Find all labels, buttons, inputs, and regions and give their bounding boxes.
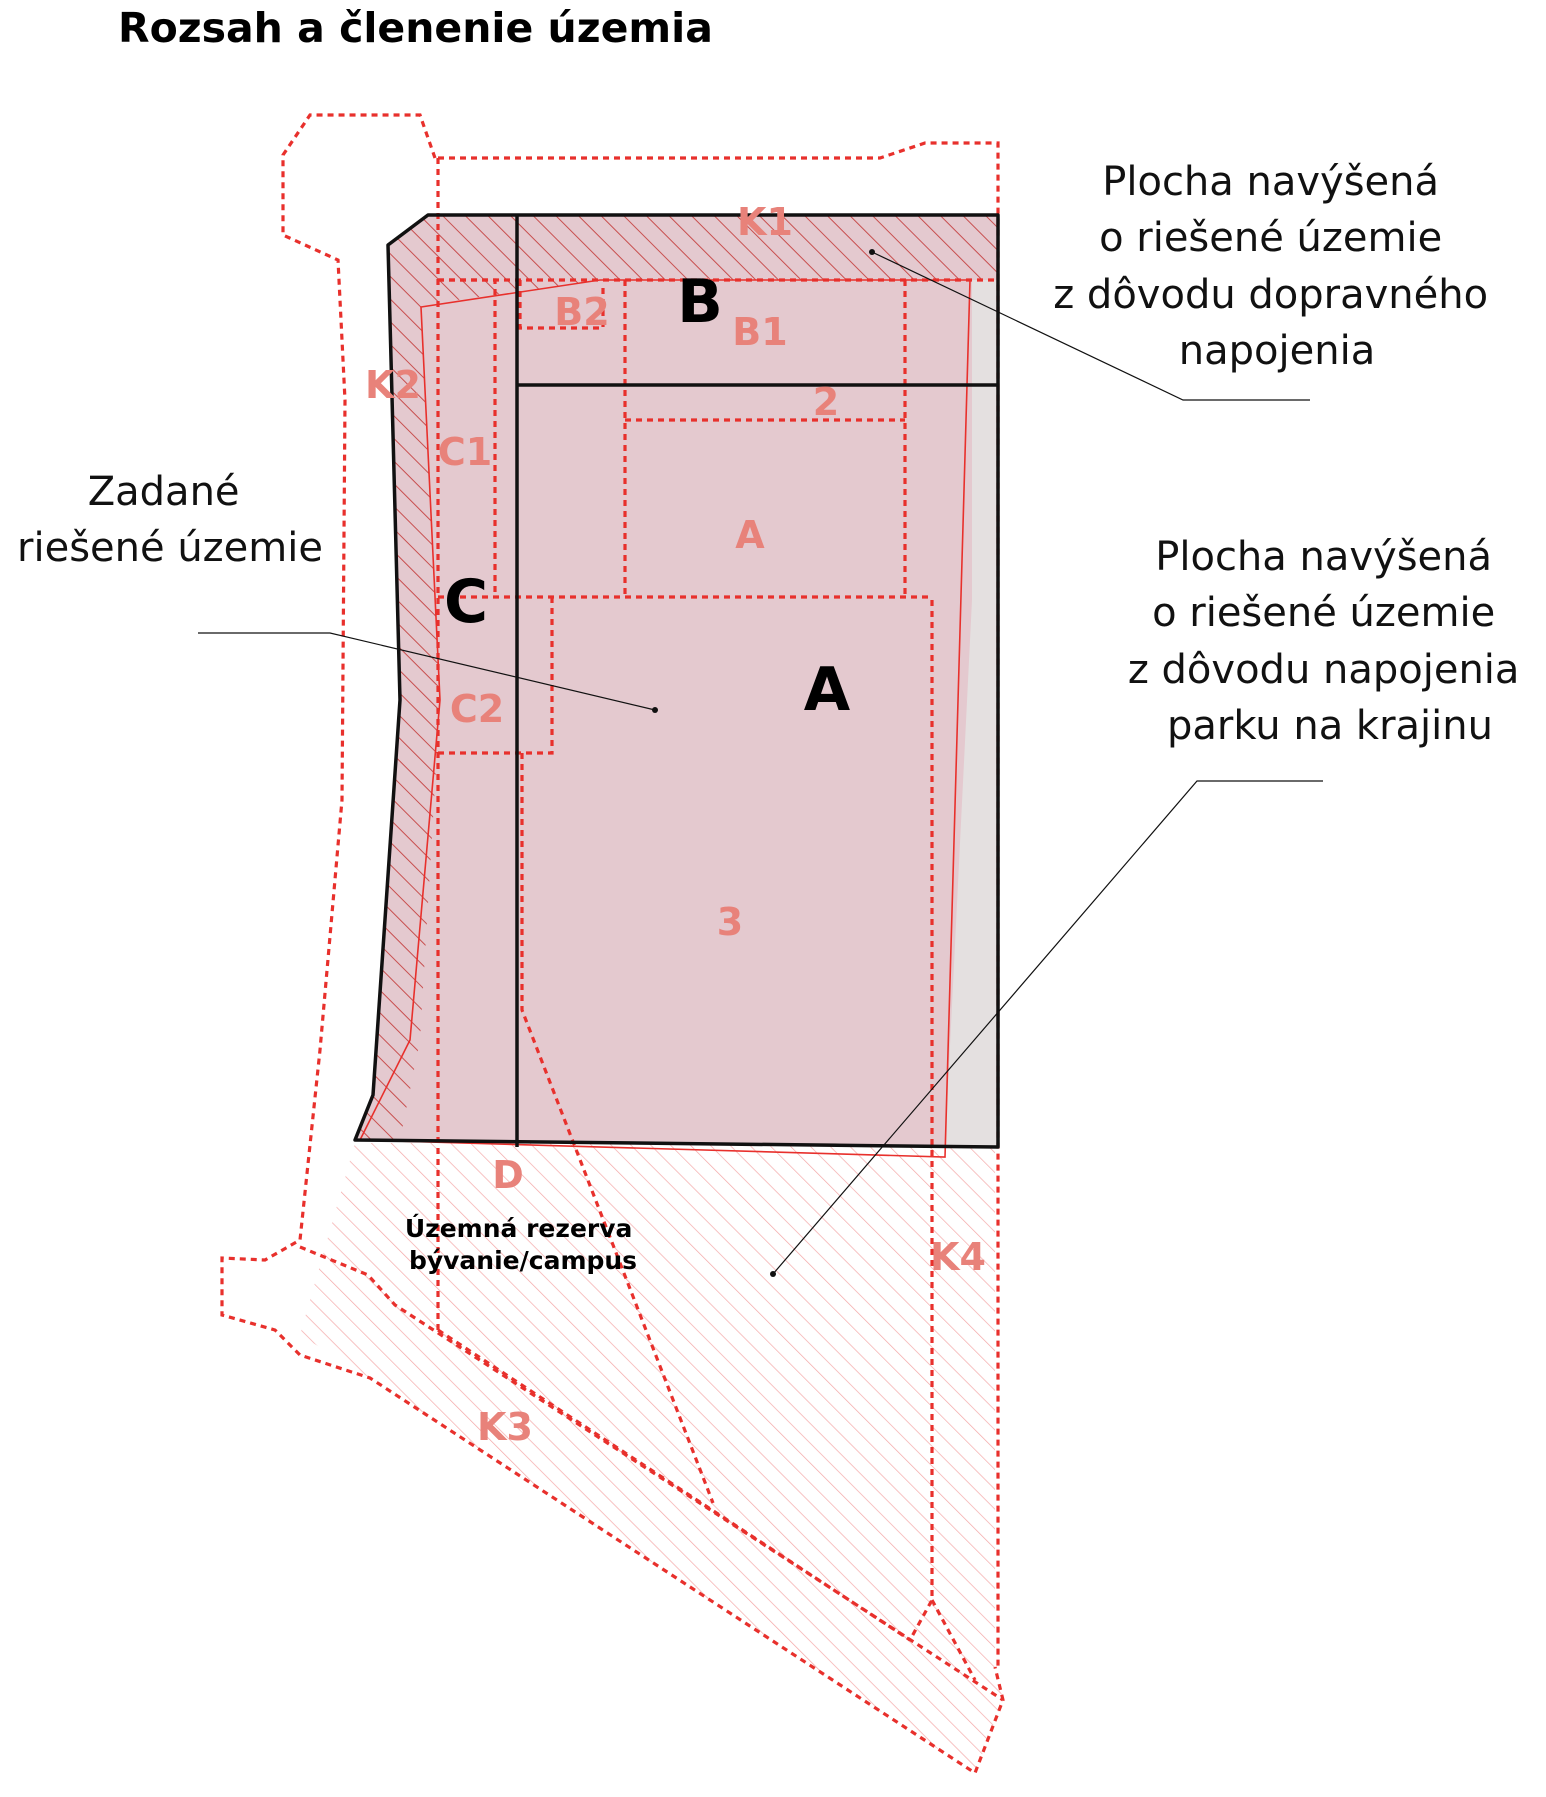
solid-outlines: [353, 213, 1000, 1149]
callout-assigned-line-2: riešené územie: [17, 525, 323, 571]
zone-label-d: D: [492, 1153, 524, 1197]
callout-assigned: Zadané riešené územie: [17, 469, 323, 571]
zone-label-b2: B2: [554, 290, 609, 334]
k3-diagonal-band: [299, 1245, 1004, 1702]
assigned-outer-outline: [353, 213, 1000, 1149]
zone-label-3: 3: [717, 900, 743, 944]
callout-landscape-line-3: z dôvodu napojenia: [1128, 647, 1520, 693]
zone-label-c: C: [444, 567, 488, 637]
zone-label-b1: B1: [732, 310, 787, 354]
reserve-label-line-1: Územná rezerva: [405, 1213, 633, 1243]
callout-landscape-line-2: o riešené územie: [1152, 590, 1495, 636]
zone-label-k4: K4: [930, 1235, 986, 1279]
zone-label-k1: K1: [737, 200, 793, 244]
callout-traffic-line-2: o riešené územie: [1099, 215, 1442, 261]
callout-traffic: Plocha navýšená o riešené územie z dôvod…: [1053, 159, 1501, 374]
callout-landscape-line-1: Plocha navýšená: [1155, 534, 1492, 580]
zone-label-c2: C2: [450, 687, 504, 731]
c1-block: [438, 278, 497, 595]
outer-boundary-left: [220, 113, 1005, 1776]
leader-landscape: [772, 780, 1323, 1275]
leader-traffic: [871, 251, 1310, 401]
zone-label-k3: K3: [477, 1405, 533, 1449]
landscape-extension-area: [300, 1143, 1003, 1773]
page-title: Rozsah a členenie územia: [118, 4, 713, 52]
callout-traffic-line-1: Plocha navýšená: [1102, 159, 1439, 205]
reserve-label-line-2: bývanie/campus: [409, 1246, 637, 1275]
zone-label-a-small: A: [735, 513, 765, 557]
leader-dot-traffic: [869, 249, 875, 255]
k4-right-band: [908, 600, 977, 1681]
callout-traffic-line-4: napojenia: [1179, 328, 1375, 374]
leader-assigned: [198, 632, 656, 711]
k1-hatched-band: [388, 215, 998, 308]
b1-block: [623, 280, 907, 595]
callout-traffic-line-3: z dôvodu dopravného: [1053, 272, 1488, 318]
k2-hatched-band: [355, 215, 440, 1140]
zone-label-2: 2: [813, 380, 839, 424]
callout-landscape: Plocha navýšená o riešené územie z dôvod…: [1128, 534, 1532, 749]
reserve-label: Územná rezerva bývanie/campus: [405, 1213, 641, 1275]
a-block: [438, 595, 932, 1504]
zone-label-c1: C1: [438, 430, 492, 474]
b2-block: [518, 280, 605, 330]
leader-lines: [198, 251, 1323, 1275]
leader-dot-landscape: [770, 1271, 776, 1277]
zone-label-k2: K2: [365, 363, 421, 407]
callout-assigned-line-1: Zadané: [88, 469, 240, 515]
callout-landscape-line-4: parku na krajinu: [1167, 703, 1493, 749]
leader-dot-assigned: [652, 707, 658, 713]
zone-label-b: B: [677, 267, 723, 337]
zone-label-a: A: [804, 655, 851, 725]
assigned-area-fill: [355, 215, 998, 1147]
traffic-extension-strip: [945, 215, 998, 1147]
